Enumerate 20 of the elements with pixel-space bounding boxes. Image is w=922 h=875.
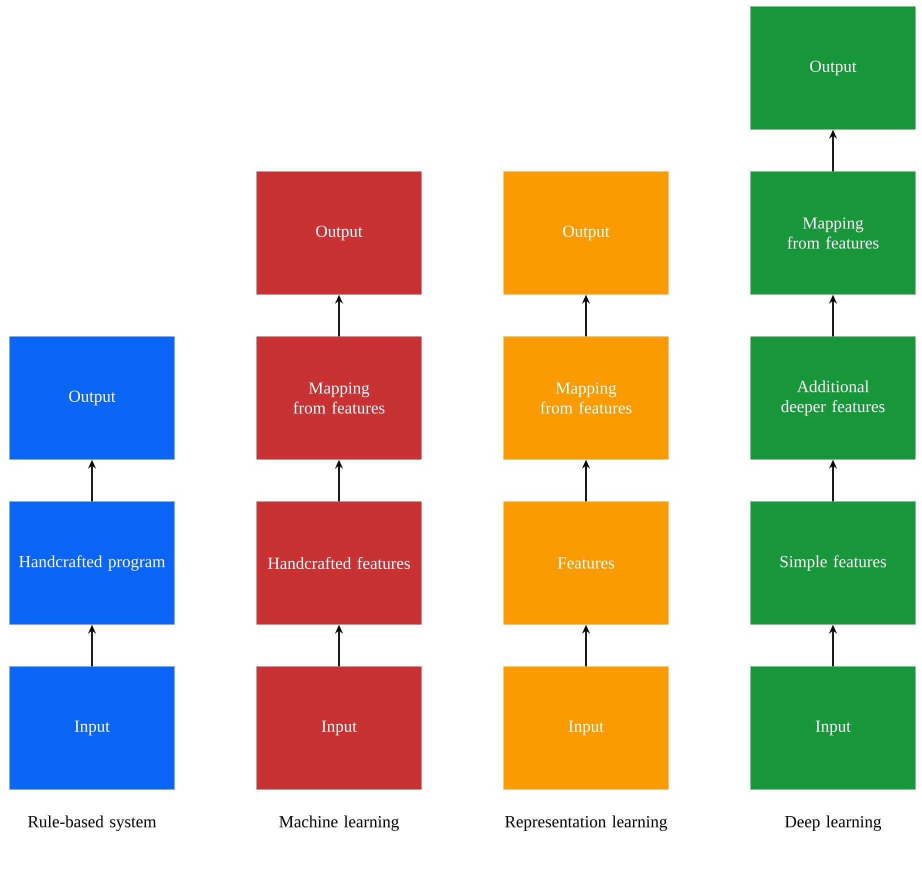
- process-box: Output: [750, 6, 916, 130]
- process-box: Simple features: [750, 501, 916, 624]
- process-box: Additional deeper features: [750, 336, 916, 460]
- process-box: Features: [504, 501, 668, 624]
- process-box: Mapping from features: [504, 336, 668, 460]
- process-box: Output: [504, 171, 668, 294]
- process-box: Input: [750, 666, 916, 790]
- process-box: Handcrafted program: [10, 501, 174, 624]
- process-box: Output: [10, 336, 174, 460]
- process-box: Mapping from features: [256, 336, 422, 460]
- column-caption: Deep learning: [785, 816, 882, 831]
- process-box: Input: [10, 666, 174, 790]
- column-caption: Machine learning: [279, 816, 399, 831]
- process-box: Input: [504, 666, 668, 790]
- process-box: Input: [256, 666, 422, 790]
- column-caption: Representation learning: [505, 816, 668, 831]
- process-box: Handcrafted features: [256, 501, 422, 624]
- process-box: Output: [256, 171, 422, 294]
- column-caption: Rule-based system: [28, 816, 156, 831]
- process-box: Mapping from features: [750, 171, 916, 294]
